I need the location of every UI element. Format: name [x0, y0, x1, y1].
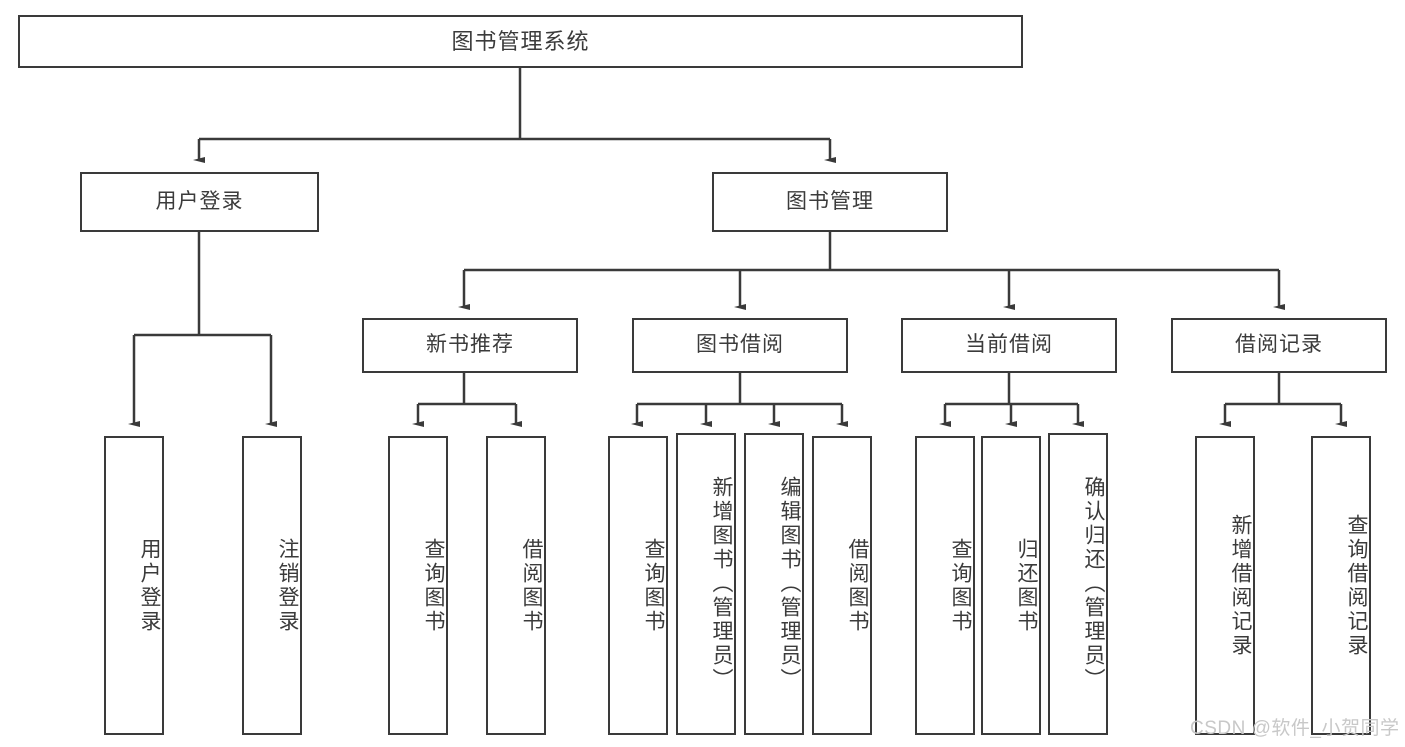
node-book-borrow-label: 图书借阅 [696, 333, 784, 357]
leaf-newbook-borrow-book[interactable]: 借阅图书 [486, 436, 546, 735]
leaf-confirm-return-admin[interactable]: 确认归还（管理员） [1048, 433, 1108, 735]
node-user-login-label: 用户登录 [155, 189, 244, 213]
node-user-login[interactable]: 用户登录 [80, 172, 319, 232]
leaf-confirm-return-admin-label: 确认归还（管理员） [1082, 476, 1105, 692]
node-root-label: 图书管理系统 [451, 28, 590, 54]
leaf-current-query-book[interactable]: 查询图书 [915, 436, 975, 735]
node-book-management-label: 图书管理 [786, 189, 874, 213]
leaf-user-login[interactable]: 用户登录 [104, 436, 164, 735]
watermark: CSDN @软件_小贺同学 [1190, 718, 1400, 739]
leaf-newbook-query-book[interactable]: 查询图书 [388, 436, 448, 735]
leaf-add-borrow-record-label: 新增借阅记录 [1229, 513, 1252, 658]
node-root[interactable]: 图书管理系统 [18, 15, 1023, 68]
leaf-edit-book-admin[interactable]: 编辑图书（管理员） [744, 433, 804, 735]
node-current-borrow-label: 当前借阅 [965, 333, 1053, 357]
leaf-add-book-admin-label: 新增图书（管理员） [710, 476, 733, 692]
node-borrow-record-label: 借阅记录 [1235, 333, 1323, 357]
leaf-current-query-book-label: 查询图书 [949, 537, 972, 634]
leaf-return-book[interactable]: 归还图书 [981, 436, 1041, 735]
leaf-logout[interactable]: 注销登录 [242, 436, 302, 735]
node-book-borrow[interactable]: 图书借阅 [632, 318, 848, 373]
leaf-add-book-admin[interactable]: 新增图书（管理员） [676, 433, 736, 735]
node-borrow-record[interactable]: 借阅记录 [1171, 318, 1387, 373]
leaf-borrow-borrow-book-label: 借阅图书 [846, 537, 869, 634]
leaf-newbook-query-book-label: 查询图书 [422, 537, 445, 634]
leaf-edit-book-admin-label: 编辑图书（管理员） [778, 476, 801, 692]
node-book-management[interactable]: 图书管理 [712, 172, 948, 232]
leaf-user-login-label: 用户登录 [138, 537, 161, 634]
leaf-return-book-label: 归还图书 [1015, 537, 1038, 634]
leaf-borrow-query-book[interactable]: 查询图书 [608, 436, 668, 735]
leaf-add-borrow-record[interactable]: 新增借阅记录 [1195, 436, 1255, 735]
node-current-borrow[interactable]: 当前借阅 [901, 318, 1117, 373]
leaf-newbook-borrow-book-label: 借阅图书 [520, 537, 543, 634]
leaf-borrow-query-book-label: 查询图书 [642, 537, 665, 634]
leaf-query-borrow-record[interactable]: 查询借阅记录 [1311, 436, 1371, 735]
leaf-borrow-borrow-book[interactable]: 借阅图书 [812, 436, 872, 735]
node-new-book-recommend[interactable]: 新书推荐 [362, 318, 578, 373]
leaf-logout-label: 注销登录 [276, 537, 299, 634]
leaf-query-borrow-record-label: 查询借阅记录 [1345, 513, 1368, 658]
node-new-book-recommend-label: 新书推荐 [426, 333, 514, 357]
